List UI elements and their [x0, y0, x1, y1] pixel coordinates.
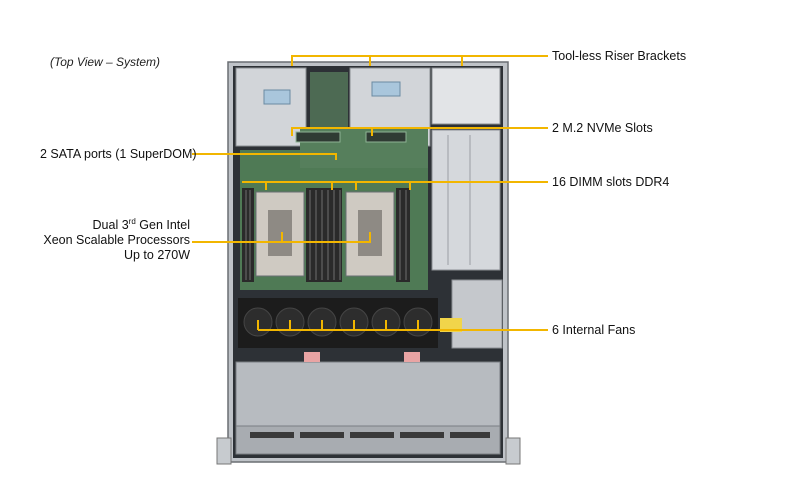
label-processors-line3: Up to 270W [123, 248, 190, 262]
label-processors: Dual 3rd Gen Intel Xeon Scalable Process… [20, 216, 190, 263]
label-riser-brackets: Tool-less Riser Brackets [552, 49, 687, 63]
callout-leaders [192, 55, 548, 331]
leader-cpu [192, 232, 371, 243]
front-panel [235, 352, 501, 455]
label-processors-line2: Xeon Scalable Processors [43, 233, 190, 247]
fan-row [238, 298, 438, 348]
leader-nvme [291, 127, 548, 136]
view-caption: (Top View – System) [50, 55, 161, 69]
label-dimm-slots: 16 DIMM slots DDR4 [552, 175, 670, 189]
label-internal-fans: 6 Internal Fans [552, 323, 636, 337]
psu-bay [431, 67, 503, 349]
leader-sata [192, 153, 337, 160]
label-sata-ports: 2 SATA ports (1 SuperDOM) [40, 147, 197, 161]
label-nvme-slots: 2 M.2 NVMe Slots [552, 121, 653, 135]
dimm-slots [242, 188, 410, 282]
label-processors-line1: Dual 3rd Gen Intel [92, 216, 190, 232]
